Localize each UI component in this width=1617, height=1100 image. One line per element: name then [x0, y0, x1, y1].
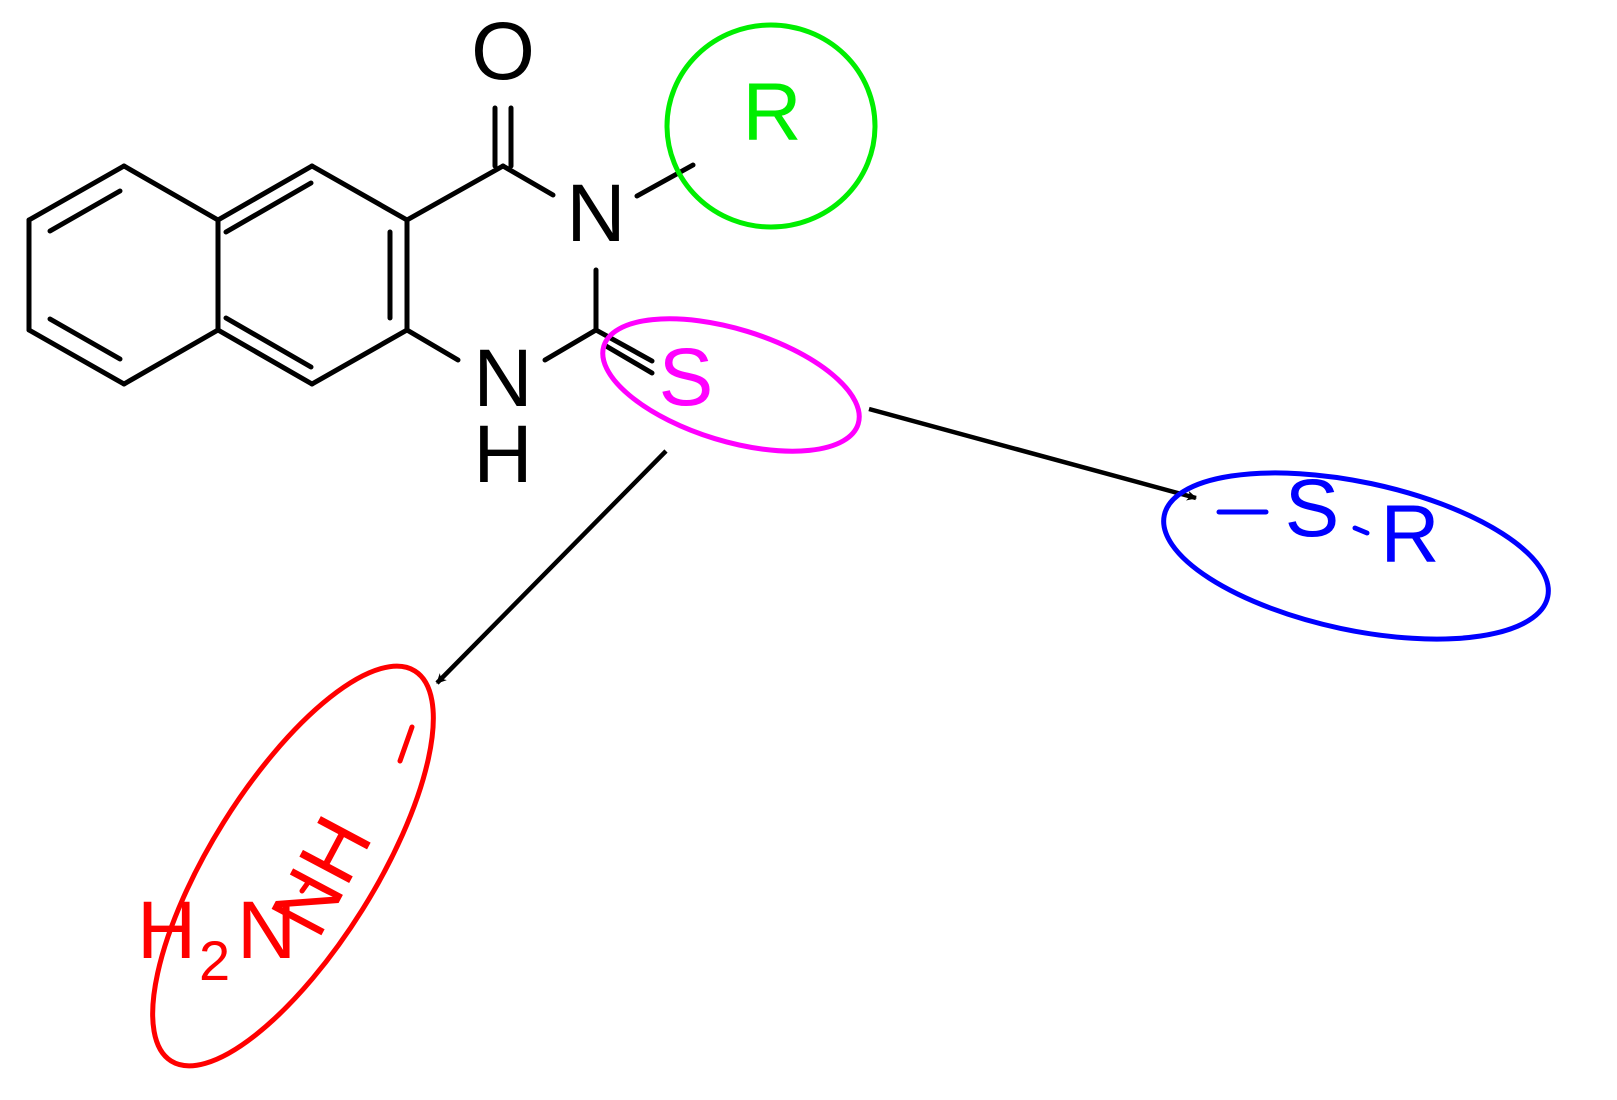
r-group-circle	[664, 22, 878, 230]
thioether-ellipse	[1161, 470, 1551, 642]
bond	[121, 327, 221, 387]
bond	[26, 327, 127, 387]
r-group-label: R	[742, 67, 801, 158]
bond	[121, 163, 221, 223]
thione-sulfur-label: S	[659, 332, 714, 423]
bond	[47, 316, 123, 362]
bond	[404, 163, 506, 223]
bond	[26, 163, 127, 223]
oxygen-label: O	[471, 6, 535, 97]
bond	[404, 327, 461, 363]
n1-label: N	[473, 333, 532, 424]
hydrazine-highlight: H 2 N NH	[137, 663, 436, 1069]
hydrazine-subscript: 2	[199, 929, 230, 992]
bond	[215, 327, 315, 387]
thione-highlight: S	[600, 316, 862, 454]
quinazolinone-core: O N N H	[26, 6, 696, 500]
n3-label: N	[566, 168, 625, 259]
bond	[223, 180, 314, 235]
thione-ellipse	[600, 316, 862, 454]
bond	[603, 343, 655, 376]
bond	[47, 188, 123, 234]
hydrazine-bond	[299, 881, 310, 894]
bond	[309, 163, 410, 223]
bond	[542, 327, 599, 363]
hydrazine-n-label: N	[237, 885, 296, 976]
n1-hydrogen-label: H	[473, 409, 532, 500]
hydrazine-h-label: H	[137, 885, 196, 976]
bond	[223, 315, 314, 370]
bond	[634, 162, 696, 199]
hydrazine-ellipse	[150, 663, 436, 1069]
bond	[215, 163, 315, 223]
thioether-highlight: S R	[1161, 463, 1551, 642]
arrow-to-thioether	[868, 406, 1197, 501]
bond	[500, 163, 556, 198]
r-group-highlight: R	[664, 22, 878, 230]
hydrazine-bond	[397, 724, 415, 764]
bond	[593, 327, 655, 364]
thioether-r-label: R	[1380, 489, 1439, 580]
thioether-sulfur-label: S	[1285, 463, 1340, 554]
thioether-bond	[1352, 525, 1370, 536]
arrow-to-hydrazine	[435, 449, 668, 685]
bond	[309, 327, 410, 387]
